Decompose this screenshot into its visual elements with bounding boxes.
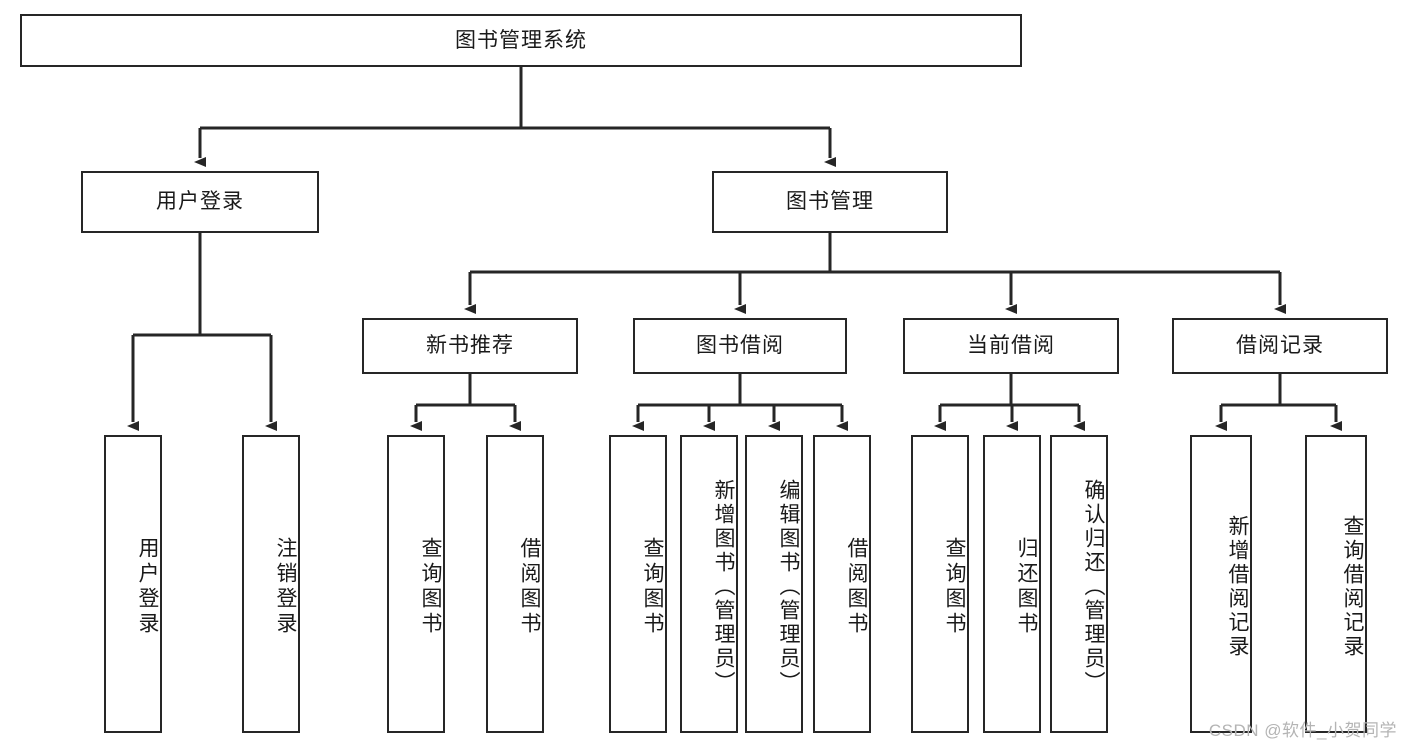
node-label: 注销登录 <box>274 537 297 637</box>
node-l-borrow1[interactable]: 借阅图书 <box>486 435 544 733</box>
node-label: 查询图书 <box>641 537 664 637</box>
node-root[interactable]: 图书管理系统 <box>20 14 1022 67</box>
node-l-query2[interactable]: 查询图书 <box>609 435 667 733</box>
node-l-query1[interactable]: 查询图书 <box>387 435 445 733</box>
node-label: 查询借阅记录 <box>1341 515 1364 659</box>
node-label: 图书借阅 <box>696 334 784 358</box>
node-bookmgmt[interactable]: 图书管理 <box>712 171 948 233</box>
node-label: 编辑图书（管理员） <box>777 479 800 695</box>
node-label: 归还图书 <box>1015 537 1038 637</box>
node-l-query3[interactable]: 查询图书 <box>911 435 969 733</box>
node-l-edit[interactable]: 编辑图书（管理员） <box>745 435 803 733</box>
node-records[interactable]: 借阅记录 <box>1172 318 1388 374</box>
node-current[interactable]: 当前借阅 <box>903 318 1119 374</box>
node-label: 用户登录 <box>156 190 244 214</box>
node-l-login[interactable]: 用户登录 <box>104 435 162 733</box>
node-label: 借阅记录 <box>1236 334 1324 358</box>
node-l-logout[interactable]: 注销登录 <box>242 435 300 733</box>
node-login[interactable]: 用户登录 <box>81 171 319 233</box>
node-label: 新增图书（管理员） <box>712 479 735 695</box>
node-label: 借阅图书 <box>518 537 541 637</box>
node-l-queryrec[interactable]: 查询借阅记录 <box>1305 435 1367 733</box>
node-label: 查询图书 <box>943 537 966 637</box>
node-newrec[interactable]: 新书推荐 <box>362 318 578 374</box>
node-l-addrec[interactable]: 新增借阅记录 <box>1190 435 1252 733</box>
node-label: 新增借阅记录 <box>1226 515 1249 659</box>
node-label: 图书管理 <box>786 190 874 214</box>
watermark-text: CSDN @软件_小贺同学 <box>1208 721 1397 740</box>
node-label: 借阅图书 <box>845 537 868 637</box>
node-label: 新书推荐 <box>426 334 514 358</box>
node-label: 图书管理系统 <box>455 28 587 52</box>
node-l-add[interactable]: 新增图书（管理员） <box>680 435 738 733</box>
node-l-confirm[interactable]: 确认归还（管理员） <box>1050 435 1108 733</box>
node-label: 查询图书 <box>419 537 442 637</box>
node-l-borrow2[interactable]: 借阅图书 <box>813 435 871 733</box>
node-label: 当前借阅 <box>967 334 1055 358</box>
node-l-return[interactable]: 归还图书 <box>983 435 1041 733</box>
node-label: 确认归还（管理员） <box>1082 479 1105 695</box>
node-borrow[interactable]: 图书借阅 <box>633 318 847 374</box>
node-label: 用户登录 <box>136 537 159 637</box>
